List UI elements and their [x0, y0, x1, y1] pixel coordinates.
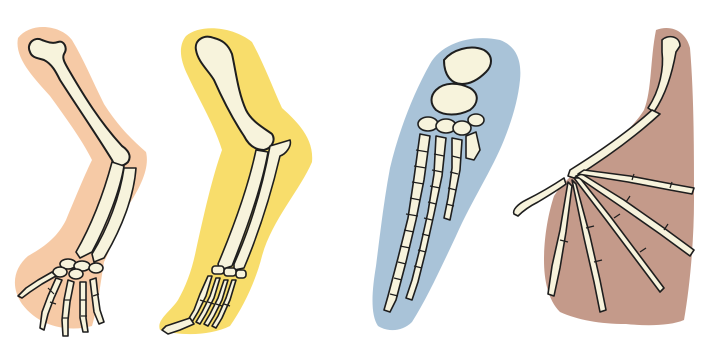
whale-flipper-panel	[373, 38, 521, 330]
whale-radius-ulna	[432, 84, 477, 115]
human-arm-panel	[15, 27, 147, 336]
bat-wing-panel	[514, 28, 694, 325]
cat-leg-panel	[159, 28, 312, 334]
